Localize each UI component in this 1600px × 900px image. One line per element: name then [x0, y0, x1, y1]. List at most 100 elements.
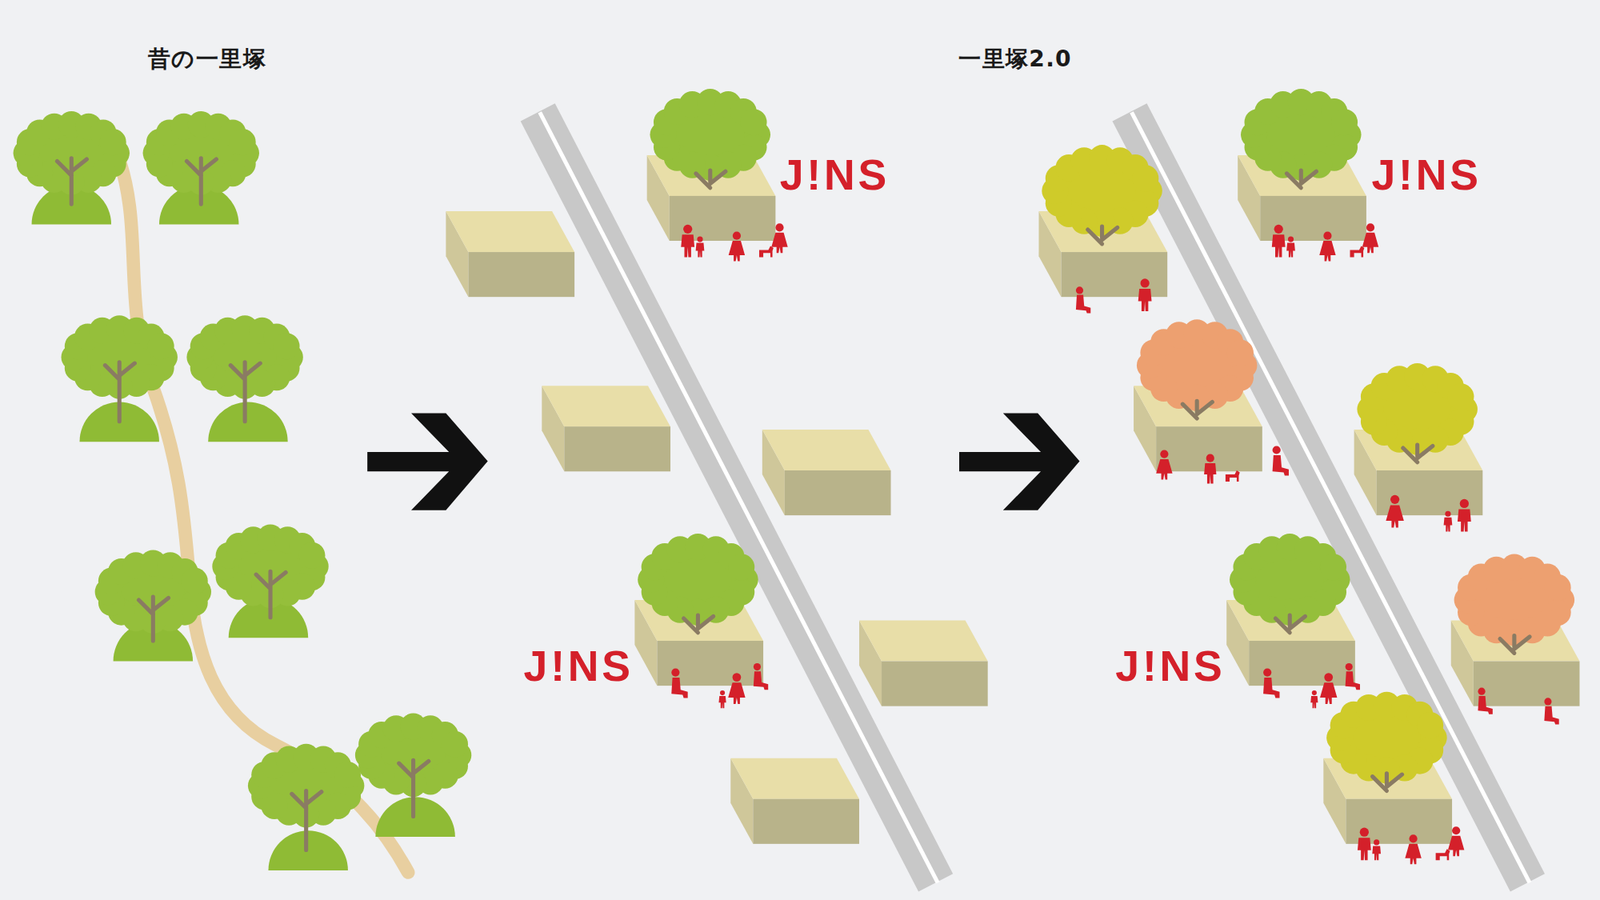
person-head	[1452, 826, 1460, 835]
person-head	[1288, 236, 1294, 243]
person-head	[1345, 663, 1353, 671]
tree-trunk	[1182, 400, 1212, 419]
person-head	[720, 690, 725, 696]
tree-crown	[1544, 574, 1571, 601]
rooftop-tree	[1326, 692, 1448, 792]
rooftop-tree	[1136, 319, 1258, 419]
person-head	[671, 668, 680, 676]
person-body	[680, 234, 695, 257]
person-body	[1263, 677, 1280, 699]
dog-icon	[1349, 245, 1364, 257]
person-head	[1312, 690, 1317, 696]
block-front	[784, 470, 892, 516]
road-line	[1132, 112, 1530, 883]
person-head	[1324, 672, 1333, 682]
person-body	[1272, 455, 1289, 476]
person-head	[753, 663, 761, 671]
person-head	[1360, 828, 1369, 837]
old-milestone-tree	[143, 111, 260, 225]
person-icon	[1310, 690, 1318, 708]
person-icon	[1156, 449, 1172, 480]
brand-logo: J!NS	[1371, 151, 1481, 200]
dog-icon	[1436, 848, 1451, 860]
person-icon	[771, 223, 788, 253]
brand-logo: J!NS	[524, 641, 634, 691]
person-head	[1272, 445, 1281, 454]
block-top	[445, 211, 575, 252]
person-body	[1448, 836, 1464, 857]
person-icon	[1362, 223, 1379, 253]
block-top	[859, 620, 988, 662]
person-head	[1076, 286, 1084, 294]
person-head	[1444, 511, 1451, 517]
person-head	[1544, 697, 1552, 705]
person-body	[1544, 706, 1559, 725]
rooftop-tree	[1356, 363, 1478, 463]
tree-crown	[298, 542, 325, 569]
dog-icon	[759, 245, 774, 257]
old-milestone-tree	[212, 524, 328, 639]
person-body	[1076, 295, 1091, 314]
person-icon	[1076, 286, 1091, 313]
tree-crown	[1320, 553, 1347, 580]
person-icon	[1320, 672, 1337, 704]
tree-crown	[1132, 164, 1159, 192]
tree-trunk	[256, 571, 286, 617]
person-body	[1272, 234, 1286, 257]
person-icon	[1138, 278, 1152, 312]
rooftop-tree	[637, 533, 759, 633]
person-icon	[1385, 495, 1404, 528]
person-icon	[1272, 224, 1286, 258]
tree-trunk	[56, 158, 87, 204]
person-icon	[1448, 826, 1464, 856]
person-icon	[1477, 688, 1492, 715]
brand-logo: J!NS	[1115, 641, 1225, 691]
old-milestone-tree	[355, 713, 472, 837]
person-body	[696, 243, 705, 258]
tree-crown	[1447, 383, 1474, 410]
tree-crown	[1227, 339, 1254, 366]
old-milestone-tree	[61, 315, 178, 442]
person-head	[683, 224, 692, 234]
person-head	[1373, 839, 1380, 845]
tree-crown	[334, 761, 361, 788]
person-icon	[718, 690, 726, 708]
person-head	[732, 672, 742, 682]
tree-trunk	[1403, 444, 1433, 463]
person-icon	[753, 663, 768, 690]
person-head	[1140, 278, 1150, 288]
person-body	[671, 677, 688, 699]
block-front	[564, 426, 671, 472]
rooftop-tree	[649, 88, 771, 188]
block-top	[730, 758, 860, 800]
tree-trunk	[292, 791, 322, 851]
person-body	[1372, 845, 1381, 860]
person-icon	[1404, 834, 1421, 864]
tree-crown	[740, 108, 767, 136]
tree-trunk	[1500, 636, 1530, 654]
person-icon	[1345, 663, 1360, 690]
person-head	[1323, 232, 1332, 240]
person-head	[732, 232, 741, 240]
person-icon	[1372, 839, 1381, 860]
old-milestone-tree	[13, 111, 130, 225]
tree-crown	[728, 553, 755, 580]
person-body	[771, 232, 788, 254]
tree-crown	[148, 332, 175, 360]
tree-crown	[181, 568, 208, 595]
tree-trunk	[684, 615, 714, 633]
person-icon	[1319, 232, 1336, 262]
block-front	[1473, 661, 1580, 707]
block-top	[541, 385, 671, 427]
tree-trunk	[1088, 226, 1118, 244]
building-block	[859, 620, 988, 707]
block-front	[1260, 196, 1367, 241]
block-front	[669, 196, 776, 241]
building-block	[730, 758, 860, 844]
person-icon	[1357, 828, 1372, 861]
person-icon	[1286, 236, 1296, 258]
person-body	[728, 682, 745, 704]
dog-icon	[1225, 470, 1240, 482]
rooftop-tree	[1229, 533, 1351, 633]
